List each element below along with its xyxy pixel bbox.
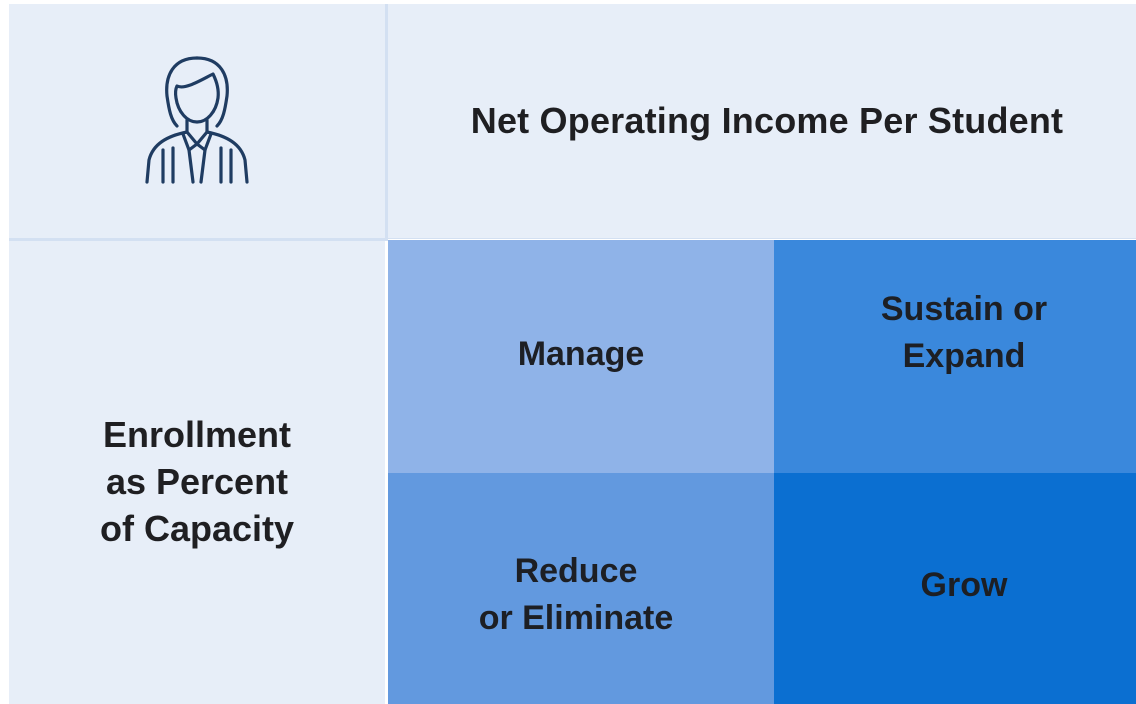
quadrant-matrix: Net Operating Income Per Student Enrollm… (9, 4, 1136, 704)
row-header-cell: Enrollment as Percent of Capacity (9, 241, 385, 704)
quadrant-label: Grow (903, 562, 1008, 609)
quadrant-label: Manage (518, 331, 645, 378)
column-header: Net Operating Income Per Student (470, 100, 1064, 141)
quadrant-grow: Grow (774, 473, 1136, 704)
quadrant-manage: Manage (388, 240, 774, 473)
column-header-cell: Net Operating Income Per Student (388, 4, 1136, 238)
row-header-line: Enrollment (102, 414, 291, 455)
vertical-divider (385, 4, 388, 241)
person-icon (145, 56, 249, 184)
quadrant-label-line: Manage (517, 334, 645, 373)
quadrant-label-line: Expand (902, 336, 1026, 375)
quadrant-label: Reduce or Eliminate (479, 548, 684, 642)
quadrant-label: Sustain or Expand (863, 286, 1047, 380)
horizontal-divider (9, 238, 388, 241)
quadrant-reduce-or-eliminate: Reduce or Eliminate (388, 473, 774, 704)
quadrant-label-line: or Eliminate (478, 598, 674, 637)
horizontal-divider (388, 238, 1136, 239)
quadrant-label-line: Sustain or (880, 289, 1048, 328)
quadrant-sustain-or-expand: Sustain or Expand (774, 240, 1136, 473)
row-header-line: of Capacity (99, 508, 295, 549)
row-header: Enrollment as Percent of Capacity (47, 393, 347, 552)
row-header-line: as Percent (105, 461, 289, 502)
quadrant-label-line: Reduce (514, 551, 638, 590)
icon-cell (9, 4, 385, 238)
quadrant-label-line: Grow (920, 566, 1008, 604)
